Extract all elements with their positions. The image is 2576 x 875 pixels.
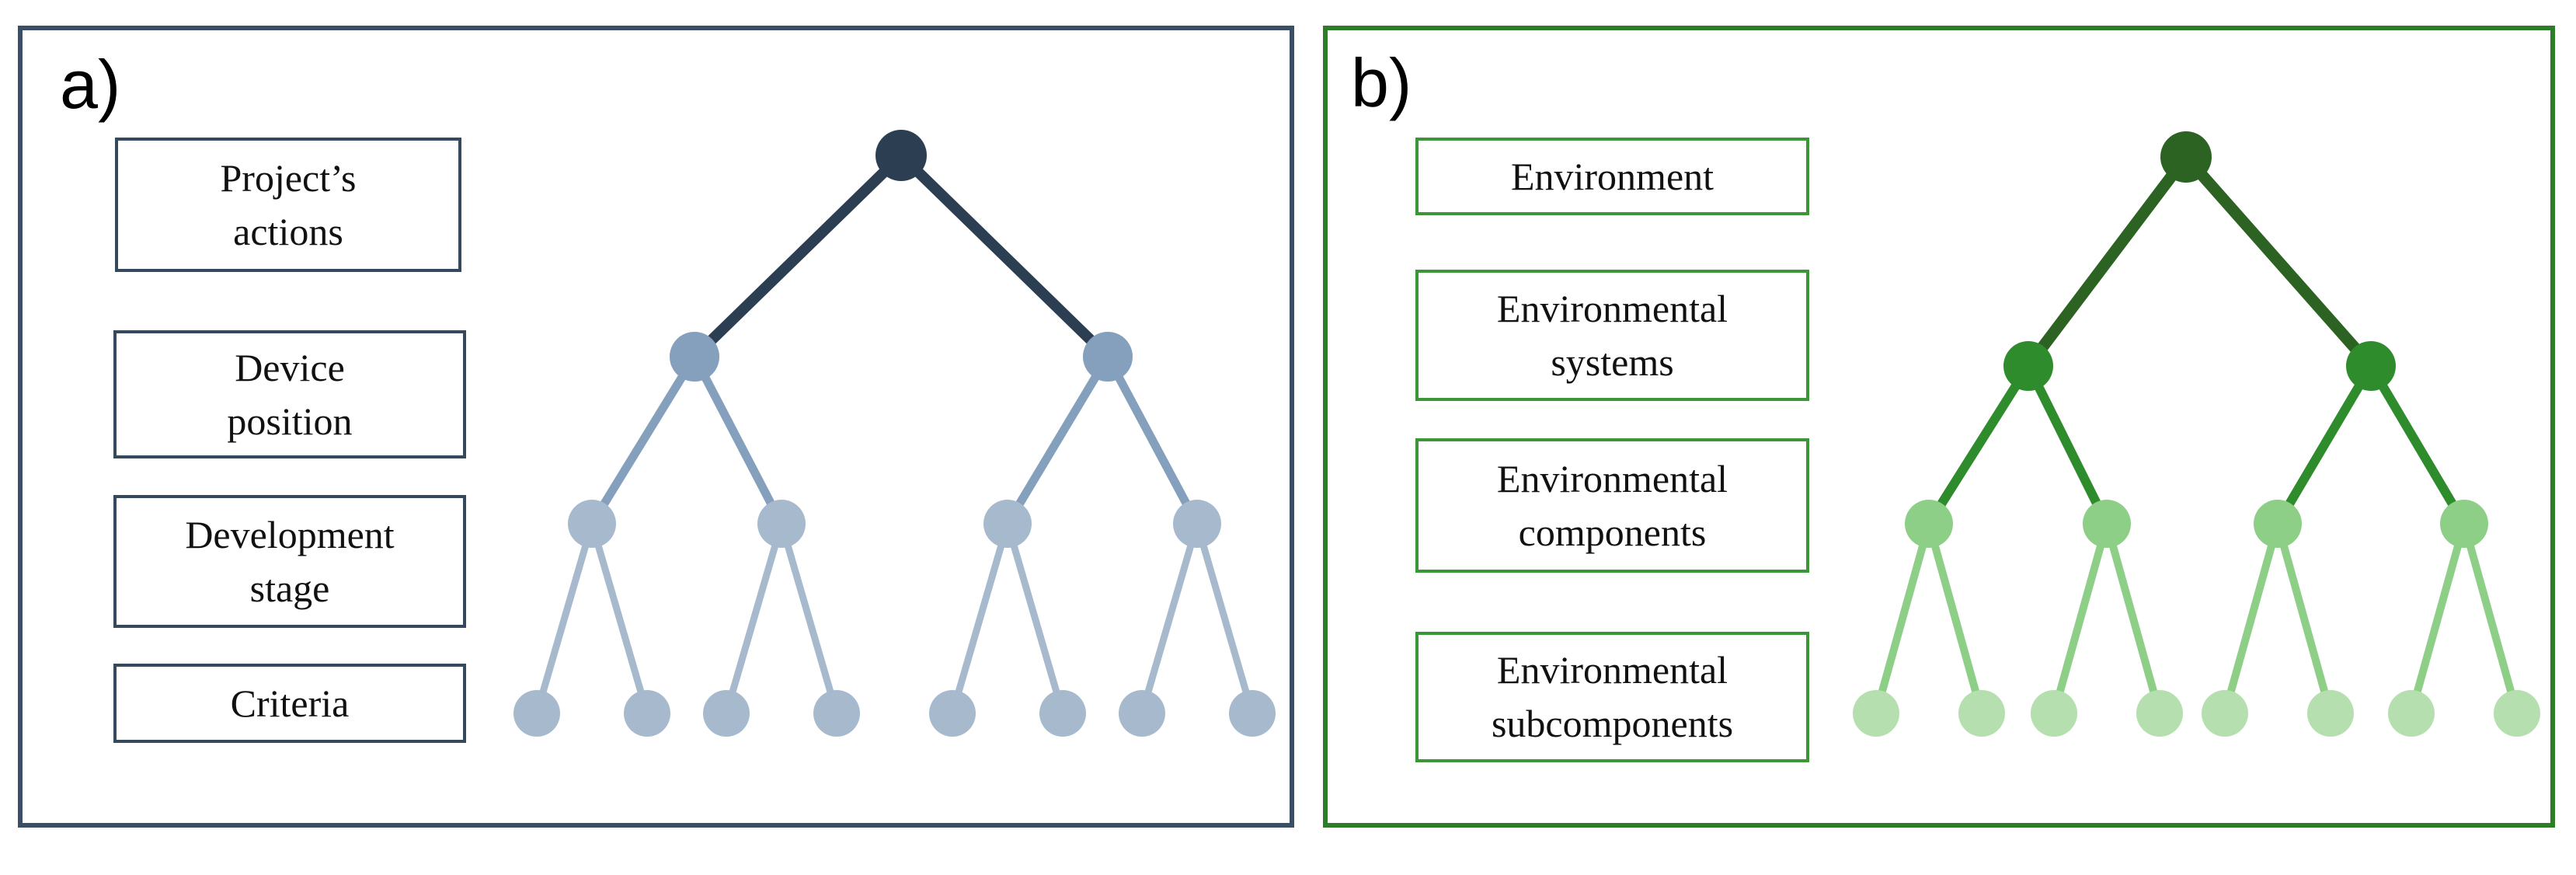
label-box-environment: Environment xyxy=(1415,138,1809,215)
label-box-environmental-systems: Environmental systems xyxy=(1415,270,1809,401)
label-box-text: actions xyxy=(233,209,343,253)
label-box-text: components xyxy=(1518,510,1707,554)
label-box-text: Environmental xyxy=(1496,286,1728,330)
label-box-environmental-subcomponents: Environmental subcomponents xyxy=(1415,632,1809,762)
label-box-text: Environmental xyxy=(1496,456,1728,500)
label-box-text: Environment xyxy=(1510,154,1714,198)
panel-a: a) xyxy=(18,26,1294,828)
label-box-text: position xyxy=(227,399,353,443)
label-box-text: systems xyxy=(1551,340,1674,384)
label-box-text: Criteria xyxy=(230,681,350,725)
label-box-text: Development xyxy=(185,512,395,556)
label-box-text: stage xyxy=(249,566,330,610)
panel-b-label: b) xyxy=(1351,44,1412,121)
label-box-criteria: Criteria xyxy=(113,664,466,743)
label-box-environmental-components: Environmental components xyxy=(1415,438,1809,573)
label-box-text: Device xyxy=(235,345,345,389)
label-box-projects-actions: Project’s actions xyxy=(115,138,461,272)
label-box-text: Project’s xyxy=(220,155,357,200)
panel-a-label: a) xyxy=(60,46,121,123)
label-box-device-position: Device position xyxy=(113,330,466,458)
label-box-text: subcomponents xyxy=(1491,702,1734,745)
label-box-text: Environmental xyxy=(1496,648,1728,692)
label-box-development-stage: Development stage xyxy=(113,495,466,628)
panel-b: b) xyxy=(1323,26,2555,828)
